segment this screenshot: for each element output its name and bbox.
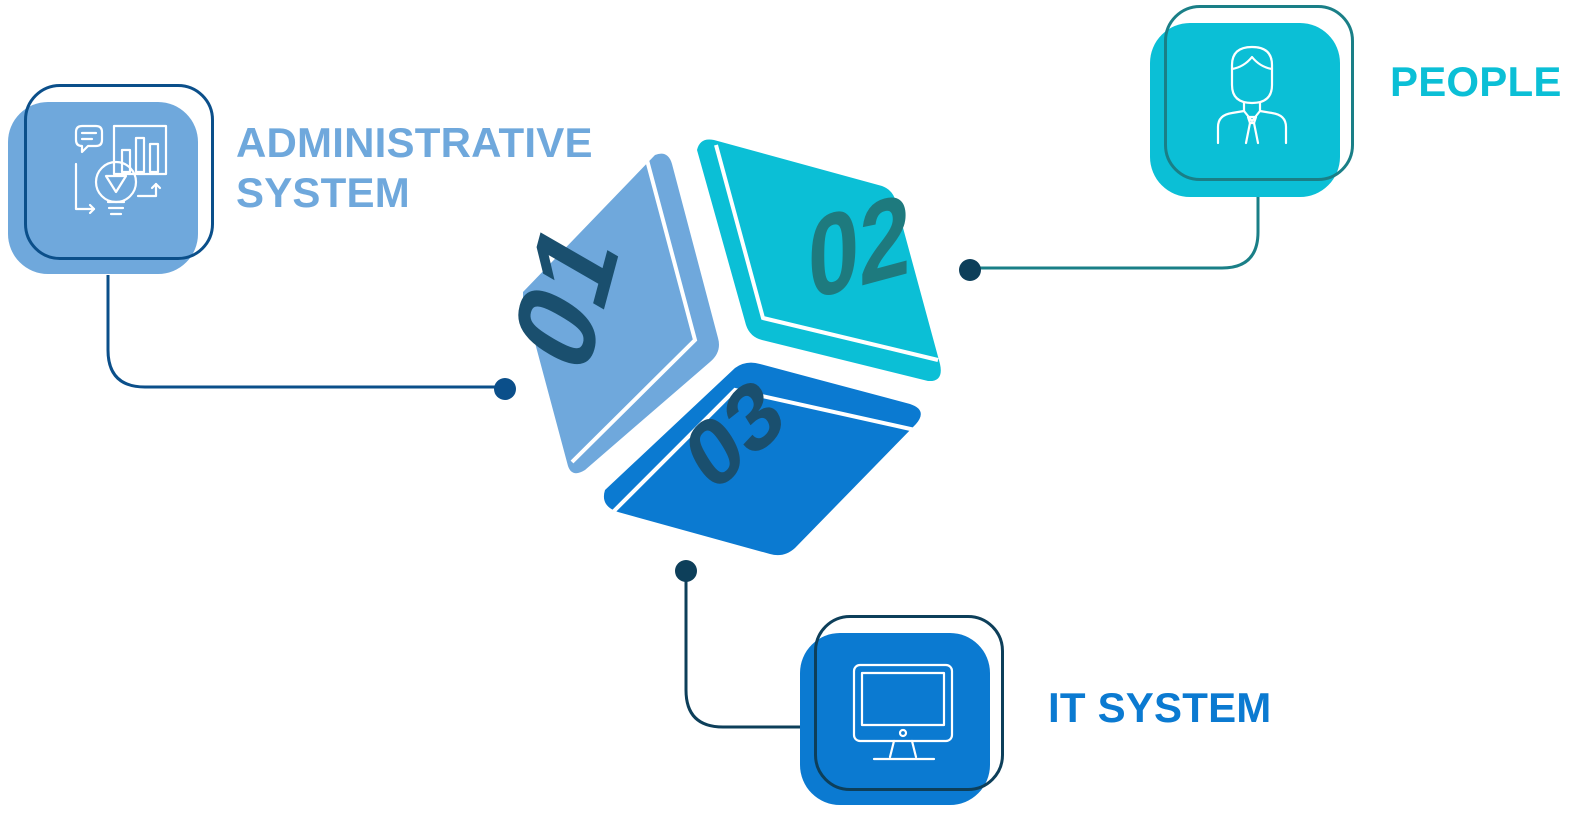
- label-people-line-1: PEOPLE: [1390, 58, 1562, 105]
- label-admin-line-1: ADMINISTRATIVE: [236, 119, 593, 166]
- it-icon-box: [800, 615, 1010, 810]
- connector-dot-people: [959, 259, 981, 281]
- connector-dot-admin: [494, 378, 516, 400]
- label-people: PEOPLE: [1390, 57, 1562, 107]
- people-icon-box: [1150, 5, 1360, 200]
- label-it: IT SYSTEM: [1048, 683, 1272, 733]
- it-icon-ring: [814, 615, 1004, 791]
- person-icon: [1216, 45, 1288, 145]
- connector-people: [970, 195, 1260, 270]
- connector-it: [684, 572, 810, 729]
- admin-icon-ring: [24, 84, 214, 260]
- monitor-icon: [852, 663, 954, 761]
- connector-admin: [106, 275, 505, 389]
- admin-icon-box: [8, 84, 218, 279]
- label-admin-line-2: SYSTEM: [236, 169, 410, 217]
- people-icon-ring: [1164, 5, 1354, 181]
- connector-dot-it: [675, 560, 697, 582]
- label-it-line-1: IT SYSTEM: [1048, 684, 1272, 731]
- cube-face-02: 02: [697, 139, 941, 382]
- label-admin: ADMINISTRATIVE SYSTEM: [236, 118, 593, 219]
- cube-number-02: 02: [808, 169, 910, 325]
- idea-chart-icon: [74, 124, 168, 216]
